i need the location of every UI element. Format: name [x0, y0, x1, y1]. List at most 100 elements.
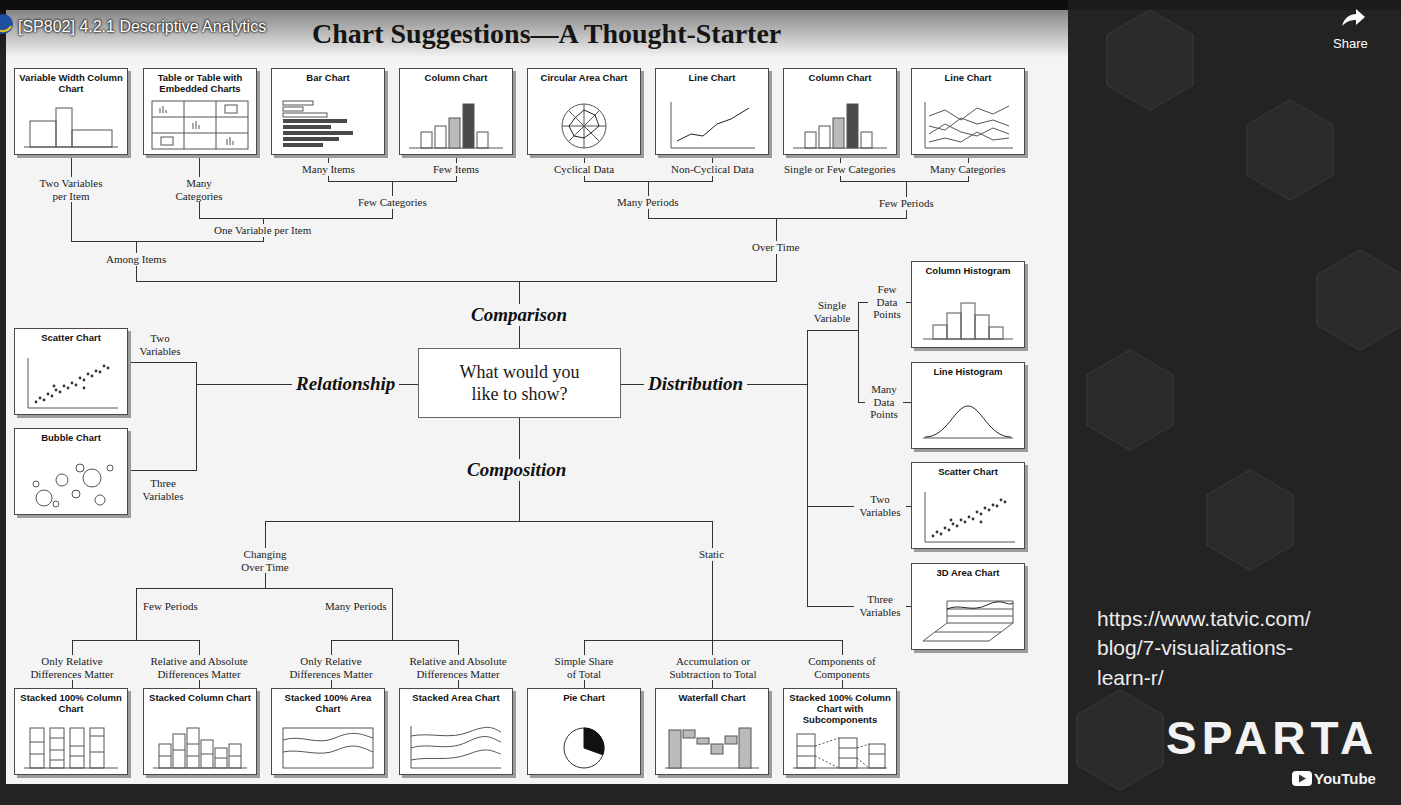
- scatter-chart-icon: [988, 509, 991, 512]
- column-chart-icon: [421, 132, 432, 148]
- column-chart-icon: [783, 68, 897, 155]
- stacked-area-icon: [411, 727, 501, 760]
- column-histogram-icon: [911, 261, 1025, 348]
- question-text: What would you like to show?: [450, 361, 590, 406]
- background-hexagons: [1107, 10, 1193, 110]
- line-chart-icon: [655, 68, 769, 155]
- background-hexagons: [1077, 690, 1163, 790]
- scatter-chart-icon: [53, 385, 56, 388]
- scatter-chart-icon: [107, 367, 110, 370]
- branch-label: Two Variables: [134, 332, 186, 357]
- branch-label-holder: Simple Share of Total: [549, 655, 619, 680]
- table-icon: [152, 101, 248, 149]
- scatter-chart-icon: [936, 531, 939, 534]
- chart-name: Variable Width Column Chart: [15, 69, 127, 95]
- tree-connector: [136, 155, 519, 348]
- scatter-chart-icon: [14, 328, 128, 415]
- scatter-chart-icon: [99, 371, 102, 374]
- branch-label-holder: Many Items: [300, 163, 357, 176]
- subcomponent-column-icon: [839, 748, 857, 758]
- scatter-chart-icon: [950, 519, 953, 522]
- stacked-100-area-icon: [283, 733, 373, 753]
- share-label-holder: Share: [1333, 36, 1368, 52]
- variable-width-column-icon: [14, 68, 128, 155]
- chart-type-box: Waterfall Chart: [655, 688, 769, 775]
- chart-type-box: Bar Chart: [271, 68, 385, 155]
- variable-width-column-icon: [56, 108, 72, 147]
- channel-avatar: [0, 26, 11, 31]
- bubble-chart-icon: [83, 469, 101, 487]
- branch-label: Static: [697, 548, 726, 561]
- scatter-chart-icon: [67, 387, 70, 390]
- branch-label-holder: Cyclical Data: [552, 163, 616, 176]
- branch-label-holder: Many Categories: [167, 177, 231, 202]
- background-hexagons: [1247, 100, 1333, 200]
- scatter-chart-icon: [980, 521, 983, 524]
- chart-name: Line Chart: [912, 69, 1024, 84]
- chart-type-box: Stacked Area Chart: [399, 688, 513, 775]
- branch-label: Three Variables: [137, 477, 189, 502]
- chart-type-box: Scatter Chart: [14, 328, 128, 415]
- pie-chart-icon: [527, 688, 641, 775]
- background-hexagons: [1317, 250, 1401, 350]
- source-url-holder: https://www.tatvic.com/ blog/7-visualiza…: [1097, 604, 1329, 692]
- waterfall-chart-icon: [725, 736, 737, 744]
- bubble-chart-icon: [95, 495, 105, 505]
- scatter-chart-icon: [79, 377, 82, 380]
- subcomponent-column-icon: [815, 738, 869, 768]
- multi-line-chart-icon: [929, 118, 1009, 130]
- line-histogram-icon: [925, 406, 1011, 437]
- chart-type-box: 3D Area Chart: [911, 563, 1025, 650]
- category-label-holder: Comparison: [467, 304, 571, 326]
- column-histogram-icon: [933, 325, 947, 339]
- branch-label-holder: Over Time: [750, 241, 801, 254]
- stacked-100-column-icon: [14, 688, 128, 775]
- youtube-icon: [1292, 771, 1312, 786]
- column-histogram-icon: [975, 315, 989, 339]
- chart-name: Column Chart: [400, 69, 512, 84]
- slide-background: [6, 10, 1068, 784]
- line-histogram-icon: [911, 362, 1025, 449]
- branch-label-holder: Components of Components: [800, 655, 884, 680]
- stacked-column-icon: [159, 744, 241, 758]
- branch-label: Among Items: [104, 253, 168, 266]
- scatter-chart-icon: [996, 505, 999, 508]
- pie-chart-icon: [527, 688, 641, 775]
- variable-width-column-icon: [30, 121, 56, 147]
- radar-chart-icon: [562, 104, 606, 148]
- scatter-chart-icon: [35, 365, 110, 404]
- multi-line-chart-icon: [929, 124, 1009, 136]
- bubble-chart-icon: [14, 428, 128, 515]
- column-chart-icon: [783, 68, 897, 155]
- scatter-chart-icon: [83, 387, 86, 390]
- radar-chart-icon: [569, 110, 599, 138]
- line-chart-icon: [655, 68, 769, 155]
- scatter-chart-icon: [911, 462, 1025, 549]
- bar-chart-icon: [283, 131, 353, 135]
- waterfall-chart-icon: [711, 744, 723, 754]
- channel-avatar: [0, 14, 13, 34]
- multi-line-chart-icon: [911, 68, 1025, 155]
- stacked-column-icon: [187, 728, 199, 768]
- variable-width-column-icon: [14, 68, 128, 155]
- scatter-chart-icon: [972, 518, 975, 521]
- branch-label: Single or Few Categories: [782, 163, 898, 176]
- chart-name: Line Chart: [656, 69, 768, 84]
- column-chart-icon: [399, 68, 513, 155]
- chart-type-box: Stacked 100% Column Chart with Subcompon…: [783, 688, 897, 775]
- branch-label: Non-Cyclical Data: [669, 163, 756, 176]
- category-label-holder: Composition: [463, 459, 570, 481]
- column-chart-icon: [833, 118, 844, 148]
- multi-line-chart-icon: [925, 102, 1013, 148]
- branch-label-holder: One Variable per Item: [212, 224, 313, 237]
- stacked-100-column-icon: [14, 688, 128, 775]
- bar-chart-icon: [283, 143, 323, 147]
- table-icon: [143, 68, 257, 155]
- branch-label-holder: Only Relative Differences Matter: [279, 655, 383, 680]
- multi-line-chart-icon: [911, 68, 1025, 155]
- category-label: Relationship: [292, 373, 399, 395]
- share-label: Share: [1333, 36, 1368, 52]
- branch-label-holder: Single Variable: [807, 299, 857, 324]
- column-chart-icon: [435, 126, 446, 148]
